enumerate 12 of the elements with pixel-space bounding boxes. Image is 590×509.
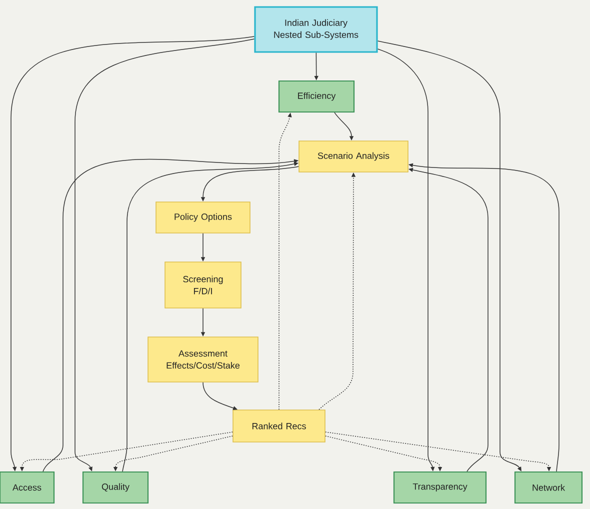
outcome-box: Quality bbox=[82, 471, 149, 504]
process-box: Assessment Effects/Cost/Stake bbox=[148, 336, 258, 382]
process-box: Scenario Analysis bbox=[298, 140, 408, 172]
root-box: Indian Judiciary Nested Sub-Systems bbox=[254, 6, 378, 53]
outcome-box: Efficiency bbox=[278, 80, 355, 113]
outcome-box: Access bbox=[0, 471, 55, 504]
outcome-box: Transparency bbox=[393, 471, 487, 504]
process-box: Ranked Recs bbox=[232, 410, 326, 442]
arrow bbox=[377, 40, 522, 472]
process-box: Policy Options bbox=[156, 202, 250, 234]
outcome-box: Network bbox=[514, 471, 583, 504]
process-box: Screening F/D/I bbox=[164, 262, 242, 308]
